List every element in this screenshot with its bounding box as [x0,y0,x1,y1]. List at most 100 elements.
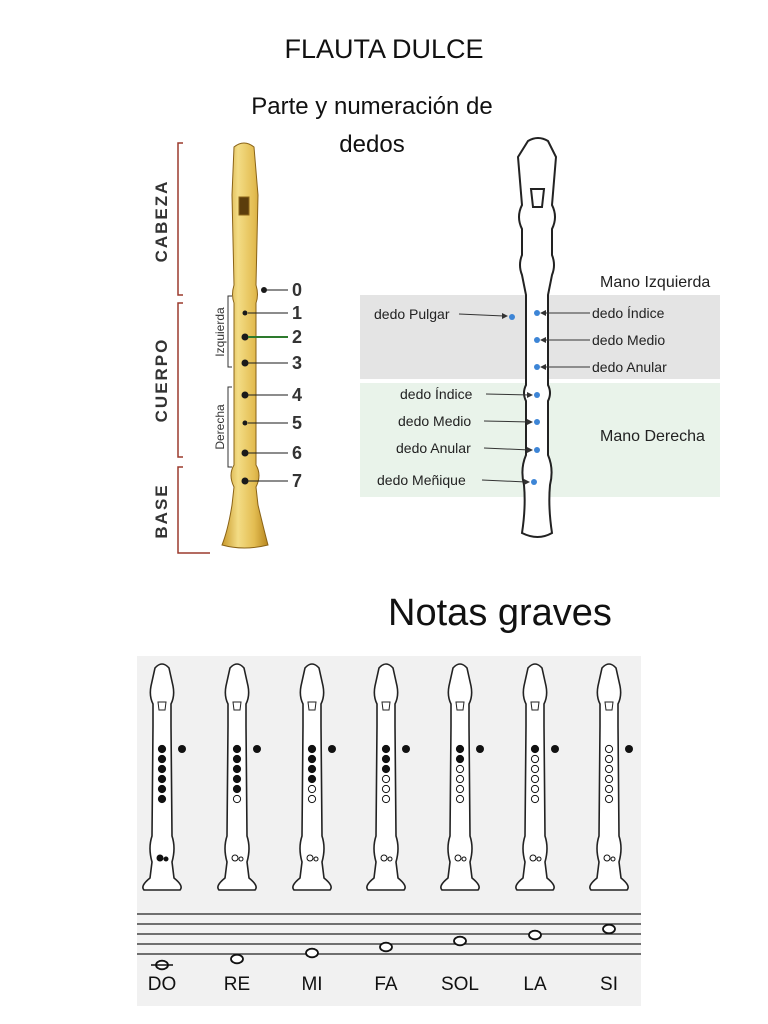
staff-note-si [602,923,616,935]
fingering-recorder-sol: SOL [440,663,484,995]
note-name-la: LA [523,974,547,995]
left-hand-label: Mano Izquierda [600,274,710,291]
yellow-recorder [221,142,269,549]
page-subtitle: Parte y numeración de dedos [212,88,532,164]
finger-hole [530,794,540,804]
finger-hole [381,754,391,764]
bottom-hole [313,856,319,862]
bottom-hole [461,856,467,862]
note-name-do: DO [148,974,177,995]
finger-hole [307,744,317,754]
finger-hole [455,744,465,754]
hole-number-0: 0 [292,280,302,300]
note-name-sol: SOL [441,974,479,995]
finger-hole [604,754,614,764]
finger-hole [455,794,465,804]
hole-number-7: 7 [292,471,302,491]
finger-hole [381,784,391,794]
section-cabeza: CABEZA [152,180,171,263]
lh-thumb-label: dedo Pulgar [374,306,450,322]
rh-middle-label: dedo Medio [398,413,471,429]
bottom-hole [536,856,542,862]
hole-number-4: 4 [292,385,302,405]
lh-ring-label: dedo Anular [592,359,667,375]
window-hole [238,196,250,216]
finger-hole [530,774,540,784]
bottom-hole [454,854,462,862]
bottom-hole [156,854,164,862]
finger-hole [604,744,614,754]
staff-note-mi [305,947,319,959]
finger-hole [307,774,317,784]
finger-hole [381,794,391,804]
finger-hole [307,784,317,794]
finger-hole [232,794,242,804]
finger-hole [530,764,540,774]
finger-hole [455,784,465,794]
bottom-hole [238,856,244,862]
thumb-hole [402,745,410,753]
thumb-hole [178,745,186,753]
finger-hole [157,744,167,754]
finger-hole [232,754,242,764]
bottom-hole [231,854,239,862]
note-name-fa: FA [374,974,398,995]
finger-hole [307,764,317,774]
group-derecha: Derecha [213,404,227,450]
finger-hole [530,784,540,794]
finger-hole [381,744,391,754]
bottom-hole [603,854,611,862]
hole-markers [241,287,267,485]
note-name-re: RE [224,974,250,995]
finger-hole [530,754,540,764]
finger-hole [455,764,465,774]
finger-hole [604,774,614,784]
group-izquierda: Izquierda [213,307,227,357]
bottom-hole [380,854,388,862]
hole-number-1: 1 [292,303,302,323]
hole-number-3: 3 [292,353,302,373]
bottom-hole [306,854,314,862]
thumb-hole [253,745,261,753]
bottom-hole [163,856,169,862]
finger-hole [157,754,167,764]
finger-hole [530,744,540,754]
music-staff [137,913,641,955]
finger-hole [604,784,614,794]
rh-pinky-label: dedo Meñique [377,472,466,488]
hole-number-5: 5 [292,413,302,433]
bottom-hole [610,856,616,862]
rh-ring-label: dedo Anular [396,440,471,456]
section-base: BASE [152,483,171,538]
staff-note-re [230,953,244,965]
finger-numbering-diagram: Mano Izquierda Mano Derecha dedo Pulgar … [360,137,720,538]
staff-note-sol [453,935,467,947]
finger-hole [307,754,317,764]
recorder-parts-diagram: CABEZA CUERPO BASE Izquierda Derecha 0 1… [152,142,302,554]
finger-hole [381,764,391,774]
thumb-hole [625,745,633,753]
thumb-hole [476,745,484,753]
finger-hole [232,764,242,774]
subtitle-line-2: dedos [339,131,405,158]
staff-note-la [528,929,542,941]
note-name-si: SI [600,974,618,995]
thumb-hole [328,745,336,753]
finger-hole [157,784,167,794]
right-hand-label: Mano Derecha [600,428,705,445]
bottom-hole [387,856,393,862]
staff-note-fa [379,941,393,953]
thumb-hole [551,745,559,753]
hole-number-2: 2 [292,327,302,347]
finger-hole [455,774,465,784]
page-title: FLAUTA DULCE [284,34,484,64]
cuerpo-bracket [177,302,183,458]
fingering-recorder-si: SI [589,663,633,995]
fingering-recorder-re: RE [217,663,261,995]
finger-hole [604,764,614,774]
fingering-recorder-la: LA [515,663,559,995]
finger-hole [232,784,242,794]
subtitle-line-1: Parte y numeración de [251,93,493,120]
section-cuerpo: CUERPO [152,338,171,423]
base-bracket [177,466,210,554]
